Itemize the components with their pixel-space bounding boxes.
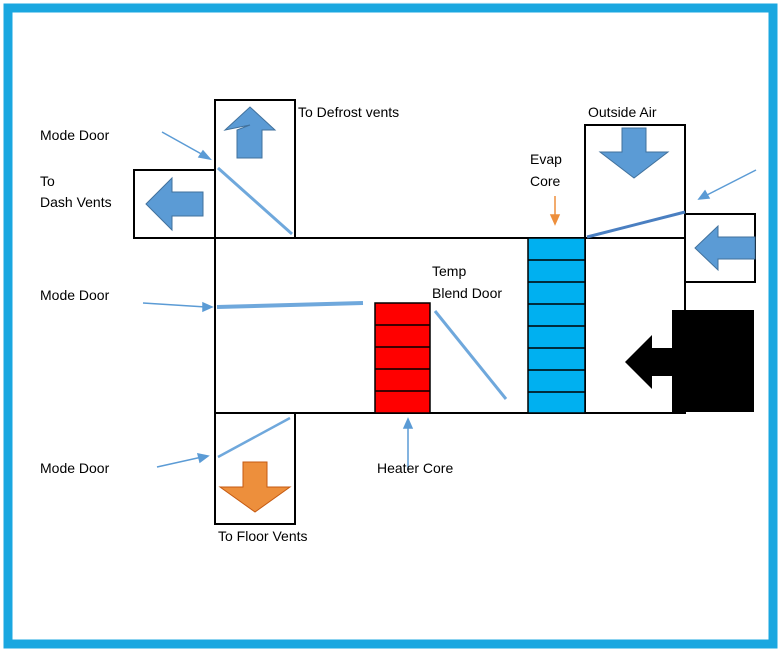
floor-duct: [214, 412, 296, 525]
evap-label: Evap: [530, 151, 562, 167]
arrow-down-icon: [598, 127, 670, 179]
heater-core: [374, 302, 431, 414]
floor-arrow-down-icon: [218, 461, 292, 513]
heater-core-label: Heater Core: [377, 460, 453, 476]
defrost-mode-door: [217, 166, 293, 236]
mode-door-mid-label: Mode Door: [40, 287, 110, 303]
blower-block: [672, 310, 754, 412]
evap-pointer-arrow: [549, 196, 561, 226]
floor-vents-label: To Floor Vents: [218, 528, 308, 544]
frame-border: [3, 3, 778, 649]
evap-core: [527, 237, 586, 414]
floor-mode-door: [217, 416, 291, 459]
arrow-left-icon: [145, 176, 204, 232]
mode-door-top-label: Mode Door: [40, 127, 110, 143]
outside-air-label: Outside Air: [588, 104, 657, 120]
to-label: To: [40, 173, 55, 189]
dash-vents-label: Dash Vents: [40, 194, 112, 210]
core-label: Core: [530, 173, 561, 189]
defrost-vents-label: To Defrost vents: [298, 104, 399, 120]
temp-label: Temp: [432, 263, 466, 279]
dash-duct: [133, 169, 216, 239]
temp-blend-door: [433, 310, 508, 400]
pointer-arrows: [142, 131, 757, 470]
arrow-up-icon: [223, 106, 277, 159]
mid-mode-door: [216, 301, 364, 309]
outside-air-duct: [584, 124, 686, 239]
blend-door-label: Blend Door: [432, 285, 502, 301]
blower-arrow-left-icon: [625, 335, 680, 389]
mode-door-bottom-label: Mode Door: [40, 460, 110, 476]
recirc-arrow-left-icon: [694, 224, 756, 272]
outside-air-door: [586, 210, 686, 239]
